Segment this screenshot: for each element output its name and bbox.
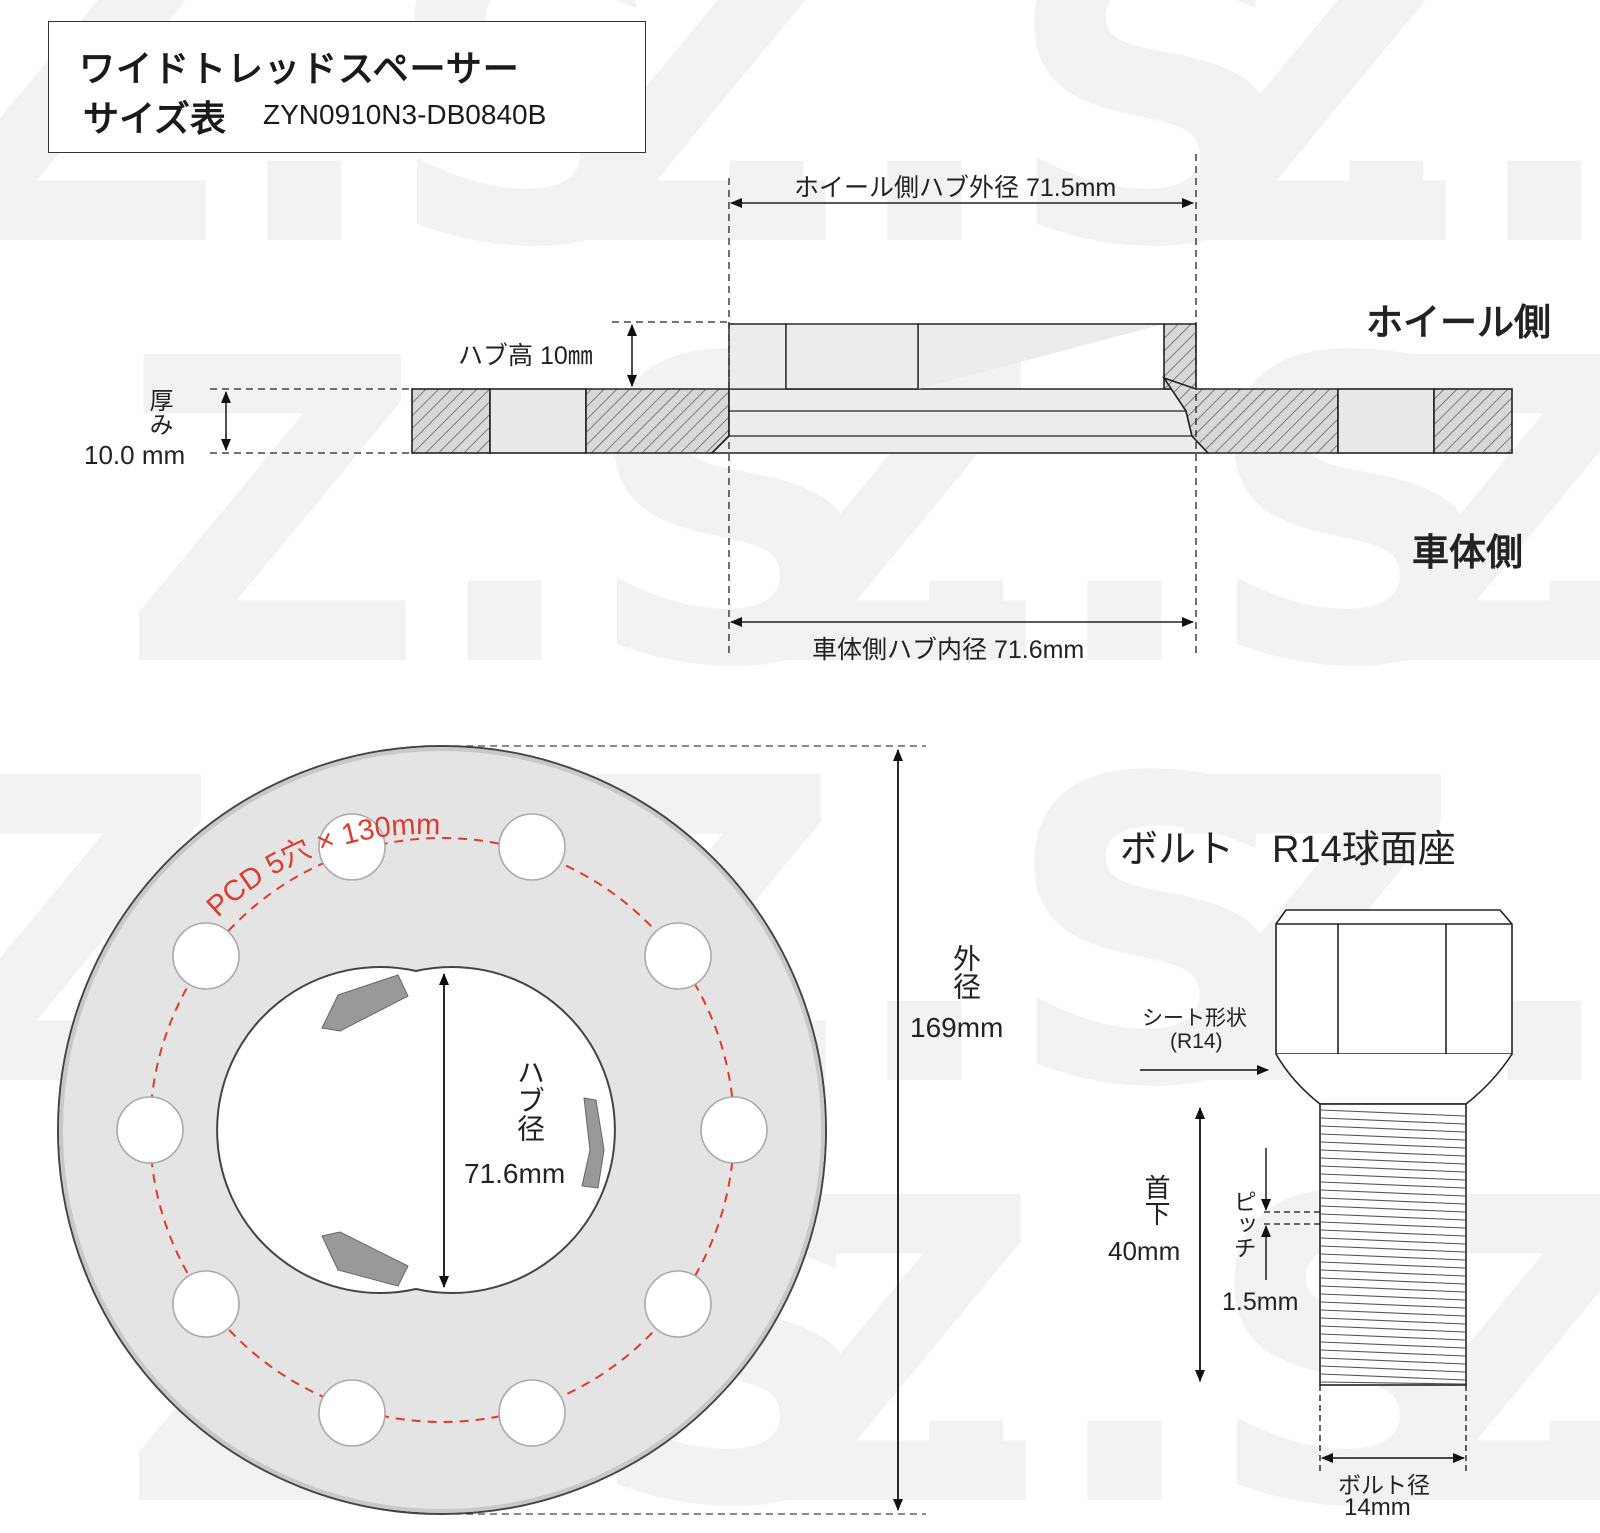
- hub-tab-top: [321, 974, 409, 1032]
- body-side-label: 車体側: [1412, 532, 1523, 573]
- watermark-text: Z.S.: [540, 0, 1466, 340]
- watermark-text: Z.S.: [1160, 0, 1600, 340]
- bolt-drawing: [1275, 909, 1513, 1386]
- neck-label: 首下: [1141, 1174, 1171, 1226]
- outer-dia-value: 169mm: [910, 1012, 1004, 1043]
- center-bore: [216, 966, 616, 1294]
- bolt-dimensions: [1140, 1065, 1467, 1472]
- wheel-hub-outer-label: ホイール側ハブ外径 71.5mm: [794, 174, 1117, 202]
- hub-dia-value: 71.6mm: [464, 1158, 566, 1189]
- hub-dia-label: ハブ径: [514, 1058, 545, 1142]
- hub-tab-right: [581, 1097, 605, 1189]
- bolt-dia-value: 14mm: [1344, 1494, 1411, 1521]
- side-view-section: [411, 323, 1513, 454]
- pitch-label: ピッチ: [1230, 1190, 1256, 1259]
- title-line1: ワイドトレッドスペーサー: [79, 49, 520, 90]
- thickness-label: 厚み: [145, 388, 172, 436]
- neck-value: 40mm: [1108, 1236, 1181, 1266]
- side-dimensions: [210, 154, 1197, 656]
- hub-height-label: ハブ高 10㎜: [458, 342, 593, 370]
- body-hub-inner-label: 車体側ハブ内径 71.6mm: [812, 636, 1085, 664]
- bolt-title: ボルト R14球面座: [1120, 829, 1456, 871]
- title-line2: サイズ表: [83, 99, 226, 140]
- flange-left-outer: [411, 388, 491, 454]
- thickness-value: 10.0 mm: [84, 440, 186, 470]
- bolt-seat: [1275, 1053, 1513, 1105]
- flange-left-inner: [585, 388, 730, 454]
- hub-tab-bottom: [321, 1231, 409, 1287]
- bolt-dia-label: ボルト径: [1338, 1472, 1430, 1498]
- bolt-hole-left: [489, 388, 587, 454]
- title-box: ワイドトレッドスペーサー サイズ表 ZYN0910N3-DB0840B: [48, 21, 646, 153]
- model-number: ZYN0910N3-DB0840B: [263, 99, 547, 130]
- hub-bore: [710, 388, 1210, 454]
- bolt-hole-right: [1337, 388, 1435, 454]
- wheel-side-label: ホイール側: [1366, 302, 1551, 343]
- bolt-head: [1275, 909, 1513, 1055]
- bolt-holes: [116, 813, 768, 1447]
- outer-dia-label: 外径: [950, 944, 981, 1000]
- flange-right-inner: [1162, 376, 1339, 454]
- seat-shape-label: シート形状: [1142, 1007, 1247, 1030]
- flange-right-outer: [1433, 388, 1513, 454]
- pitch-value: 1.5mm: [1222, 1288, 1299, 1316]
- watermark-text: Z.S.: [1360, 271, 1600, 760]
- front-view-section: [57, 745, 926, 1515]
- seat-shape-value: (R14): [1170, 1030, 1223, 1053]
